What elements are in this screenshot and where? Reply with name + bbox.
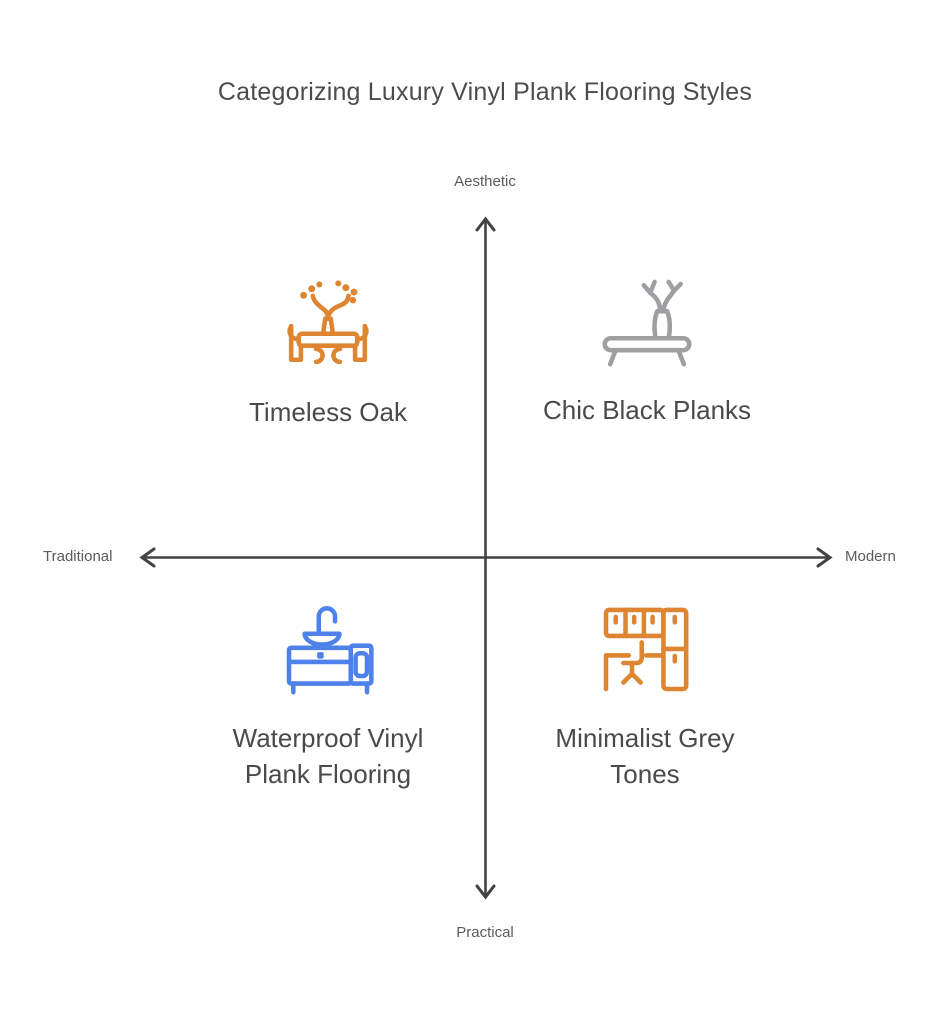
arrow-left-icon — [139, 547, 156, 568]
axis-label-left: Traditional — [43, 548, 113, 565]
quadrant-top-right: Chic Black Planks — [497, 270, 797, 428]
quadrant-label: Minimalist Grey Tones — [555, 723, 735, 789]
axis-label-top: Aesthetic — [454, 173, 516, 190]
quadrant-top-left: Timeless Oak — [178, 272, 478, 430]
axis-label-bottom: Practical — [456, 924, 514, 941]
kitchen-cabinets-icon — [603, 607, 689, 692]
arrow-right-icon — [816, 547, 833, 568]
arrow-down-icon — [475, 884, 496, 900]
quadrant-label: Waterproof Vinyl Plank Flooring — [232, 723, 424, 789]
quadrant-label: Chic Black Planks — [542, 395, 752, 425]
quadrant-label: Timeless Oak — [249, 397, 407, 427]
axis-label-right: Modern — [845, 548, 896, 565]
page-title: Categorizing Luxury Vinyl Plank Flooring… — [217, 78, 753, 106]
quadrant-bottom-left: Waterproof Vinyl Plank Flooring — [178, 598, 478, 792]
arrow-up-icon — [475, 216, 496, 232]
sink-vanity-icon — [286, 606, 374, 695]
bonsai-table-icon — [287, 280, 369, 365]
vase-branches-icon — [602, 279, 692, 367]
quadrant-bottom-right: Minimalist Grey Tones — [495, 598, 795, 792]
